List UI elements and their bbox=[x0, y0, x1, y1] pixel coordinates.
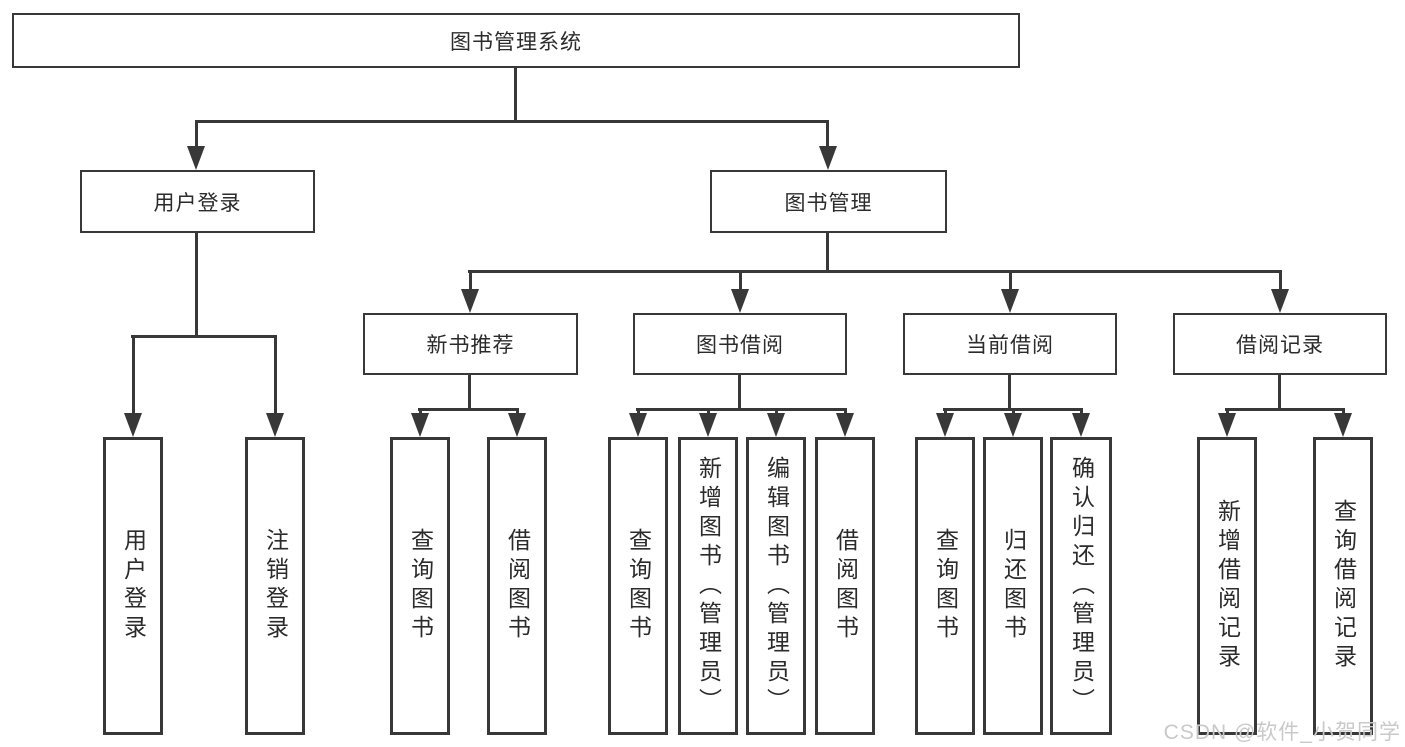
connector-line bbox=[195, 120, 829, 123]
leaf-borrow-books: 借阅图书 bbox=[487, 437, 547, 735]
leaf-label: 新增借阅记录 bbox=[1214, 499, 1241, 673]
connector-line bbox=[1225, 408, 1344, 411]
connector-line bbox=[1226, 408, 1229, 416]
leaf-user-login: 用户登录 bbox=[103, 437, 163, 735]
leaf-label: 查询借阅记录 bbox=[1330, 499, 1357, 673]
arrow-down-icon bbox=[187, 146, 205, 170]
connector-line bbox=[1012, 408, 1015, 416]
leaf-add-borrow-record: 新增借阅记录 bbox=[1197, 437, 1257, 735]
connector-line bbox=[195, 233, 198, 337]
leaf-label: 查询图书 bbox=[932, 528, 959, 644]
connector-line bbox=[637, 408, 640, 416]
connector-line bbox=[1008, 375, 1011, 410]
node-book-borrowing: 图书借阅 bbox=[633, 313, 847, 375]
connector-line bbox=[1278, 375, 1281, 410]
connector-line bbox=[1342, 408, 1345, 416]
connector-line bbox=[707, 408, 710, 416]
connector-line bbox=[826, 233, 829, 272]
arrow-down-icon bbox=[461, 289, 479, 313]
connector-line bbox=[1279, 270, 1282, 291]
connector-line bbox=[944, 408, 947, 416]
arrow-down-icon bbox=[767, 413, 785, 437]
leaf-add-book-admin: 新增图书（管理员） bbox=[678, 437, 738, 735]
connector-line bbox=[418, 408, 518, 411]
node-user-login: 用户登录 bbox=[80, 170, 315, 233]
node-current-borrowing: 当前借阅 bbox=[903, 313, 1117, 375]
node-book-management-system: 图书管理系统 bbox=[12, 13, 1020, 68]
leaf-confirm-return-admin: 确认归还（管理员） bbox=[1050, 437, 1112, 735]
arrow-down-icon bbox=[1271, 289, 1289, 313]
leaf-return-book: 归还图书 bbox=[983, 437, 1043, 735]
leaf-query-books: 查询图书 bbox=[390, 437, 450, 735]
node-new-book-recommendation: 新书推荐 bbox=[363, 313, 578, 375]
arrow-down-icon bbox=[699, 413, 717, 437]
leaf-borrow-books: 借阅图书 bbox=[815, 437, 875, 735]
leaf-query-borrow-record: 查询借阅记录 bbox=[1313, 437, 1373, 735]
leaf-label: 查询图书 bbox=[407, 528, 434, 644]
leaf-label: 注销登录 bbox=[262, 528, 289, 644]
connector-line bbox=[469, 270, 472, 291]
node-borrowing-records: 借阅记录 bbox=[1173, 313, 1387, 375]
arrow-down-icon bbox=[936, 413, 954, 437]
arrow-down-icon bbox=[819, 146, 837, 170]
arrow-down-icon bbox=[836, 413, 854, 437]
connector-line bbox=[516, 408, 519, 416]
connector-line bbox=[636, 408, 846, 411]
connector-line bbox=[738, 375, 741, 410]
connector-line bbox=[131, 335, 277, 338]
leaf-query-books: 查询图书 bbox=[915, 437, 975, 735]
connector-line bbox=[844, 408, 847, 416]
connector-line bbox=[826, 120, 829, 148]
arrow-down-icon bbox=[1001, 289, 1019, 313]
leaf-label: 查询图书 bbox=[625, 528, 652, 644]
leaf-label: 编辑图书（管理员） bbox=[763, 455, 790, 717]
leaf-edit-book-admin: 编辑图书（管理员） bbox=[746, 437, 806, 735]
connector-line bbox=[419, 408, 422, 416]
node-book-management: 图书管理 bbox=[710, 170, 947, 233]
arrow-down-icon bbox=[1004, 413, 1022, 437]
connector-line bbox=[1009, 270, 1012, 291]
csdn-watermark: CSDN @软件_小贺同学 bbox=[1163, 721, 1401, 744]
connector-line bbox=[468, 375, 471, 410]
leaf-query-books: 查询图书 bbox=[608, 437, 668, 735]
leaf-label: 借阅图书 bbox=[504, 528, 531, 644]
arrow-down-icon bbox=[731, 289, 749, 313]
leaf-logout: 注销登录 bbox=[245, 437, 305, 735]
arrow-down-icon bbox=[1218, 413, 1236, 437]
arrow-down-icon bbox=[411, 413, 429, 437]
connector-line bbox=[195, 120, 198, 148]
leaf-label: 确认归还（管理员） bbox=[1068, 455, 1095, 717]
arrow-down-icon bbox=[629, 413, 647, 437]
leaf-label: 归还图书 bbox=[1000, 528, 1027, 644]
connector-line bbox=[775, 408, 778, 416]
leaf-label: 用户登录 bbox=[120, 528, 147, 644]
arrow-down-icon bbox=[124, 413, 142, 437]
leaf-label: 新增图书（管理员） bbox=[695, 455, 722, 717]
connector-line bbox=[274, 335, 277, 415]
connector-line bbox=[1080, 408, 1083, 416]
connector-line bbox=[514, 68, 517, 123]
connector-line bbox=[132, 335, 135, 415]
connector-line bbox=[468, 270, 1281, 273]
arrow-down-icon bbox=[1072, 413, 1090, 437]
connector-line bbox=[739, 270, 742, 291]
leaf-label: 借阅图书 bbox=[832, 528, 859, 644]
arrow-down-icon bbox=[266, 413, 284, 437]
arrow-down-icon bbox=[508, 413, 526, 437]
arrow-down-icon bbox=[1334, 413, 1352, 437]
